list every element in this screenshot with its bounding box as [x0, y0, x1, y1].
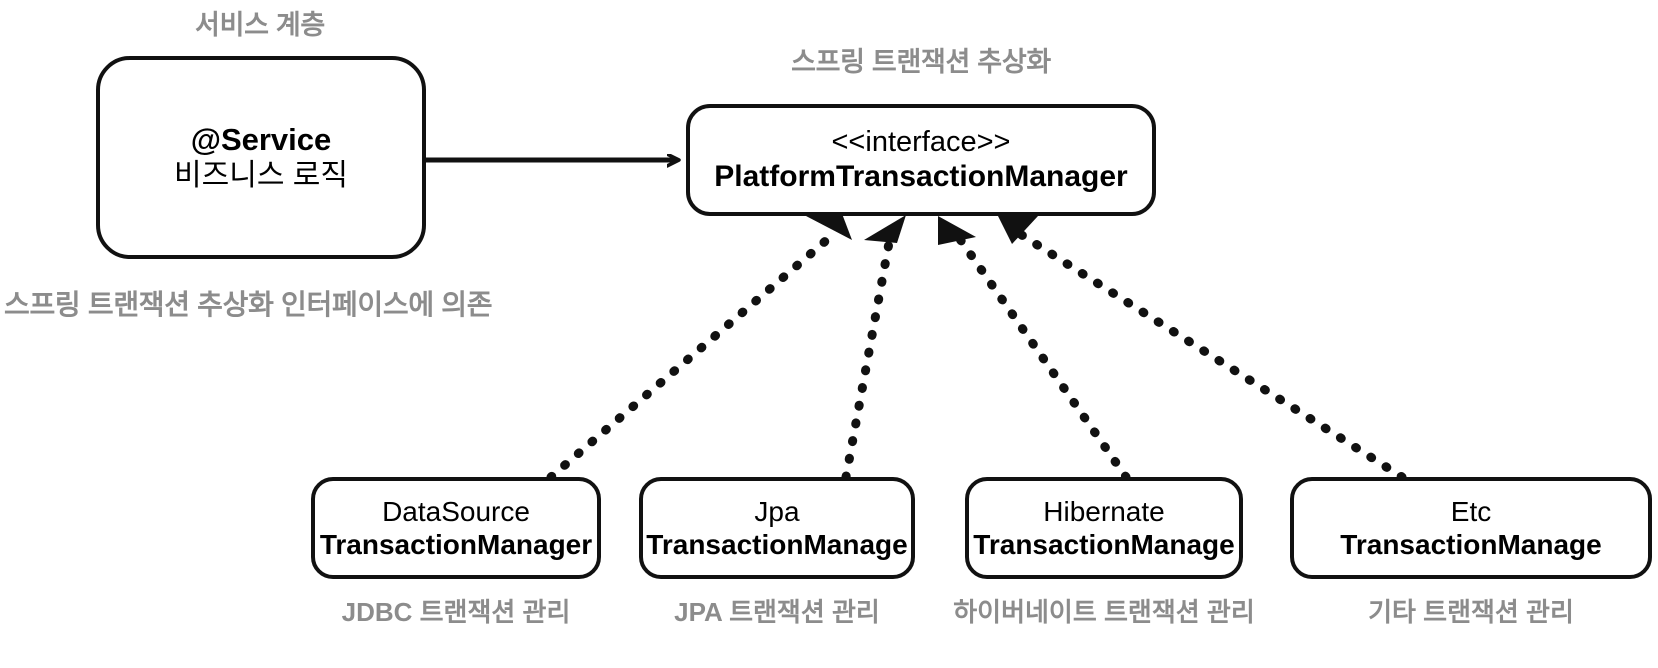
node-datasource-transaction-manager[interactable]: DataSource TransactionManager — [311, 477, 601, 579]
node-hibernate-transaction-manager[interactable]: Hibernate TransactionManage — [965, 477, 1243, 579]
node-impl-1-line1: Jpa — [754, 495, 800, 527]
caption-service-layer: 서비스 계층 — [195, 10, 325, 40]
node-impl-0-line2: TransactionManager — [319, 529, 593, 560]
node-service[interactable]: @Service 비즈니스 로직 — [96, 56, 426, 259]
node-jpa-transaction-manager[interactable]: Jpa TransactionManage — [639, 477, 915, 579]
node-interface-stereotype: <<interface>> — [831, 126, 1011, 159]
caption-depends-on-abstraction: 스프링 트랜잭션 추상화 인터페이스에 의존 — [4, 289, 493, 320]
caption-etc-transaction-management: 기타 트랜잭션 관리 — [1368, 597, 1574, 627]
realization-line-1 — [841, 227, 896, 482]
realization-arrowhead-1 — [864, 215, 906, 243]
realization-line-0 — [546, 227, 841, 482]
node-service-line1: @Service — [190, 121, 332, 157]
caption-jpa-transaction-management: JPA 트랜잭션 관리 — [674, 597, 880, 627]
node-impl-2-line1: Hibernate — [1043, 495, 1165, 527]
node-etc-transaction-manager[interactable]: Etc TransactionManage — [1290, 477, 1652, 579]
caption-jdbc-transaction-management: JDBC 트랜잭션 관리 — [341, 597, 571, 627]
node-impl-1-line2: TransactionManage — [646, 529, 908, 560]
realization-arrowhead-3 — [998, 216, 1038, 244]
node-impl-0-line1: DataSource — [382, 495, 530, 527]
caption-spring-transaction-abstraction: 스프링 트랜잭션 추상화 — [791, 47, 1051, 77]
node-platform-transaction-manager[interactable]: <<interface>> PlatformTransactionManager — [686, 104, 1156, 216]
node-interface-name: PlatformTransactionManager — [714, 160, 1128, 194]
caption-hibernate-transaction-management: 하이버네이트 트랜잭션 관리 — [953, 597, 1255, 627]
node-impl-3-line1: Etc — [1450, 495, 1492, 527]
node-service-line2: 비즈니스 로직 — [174, 159, 348, 193]
realization-arrowhead-2 — [938, 216, 976, 245]
node-impl-2-line2: TransactionManage — [973, 529, 1235, 560]
realization-line-2 — [950, 227, 1131, 482]
node-impl-3-line2: TransactionManage — [1340, 529, 1602, 560]
realization-line-3 — [1012, 227, 1407, 482]
